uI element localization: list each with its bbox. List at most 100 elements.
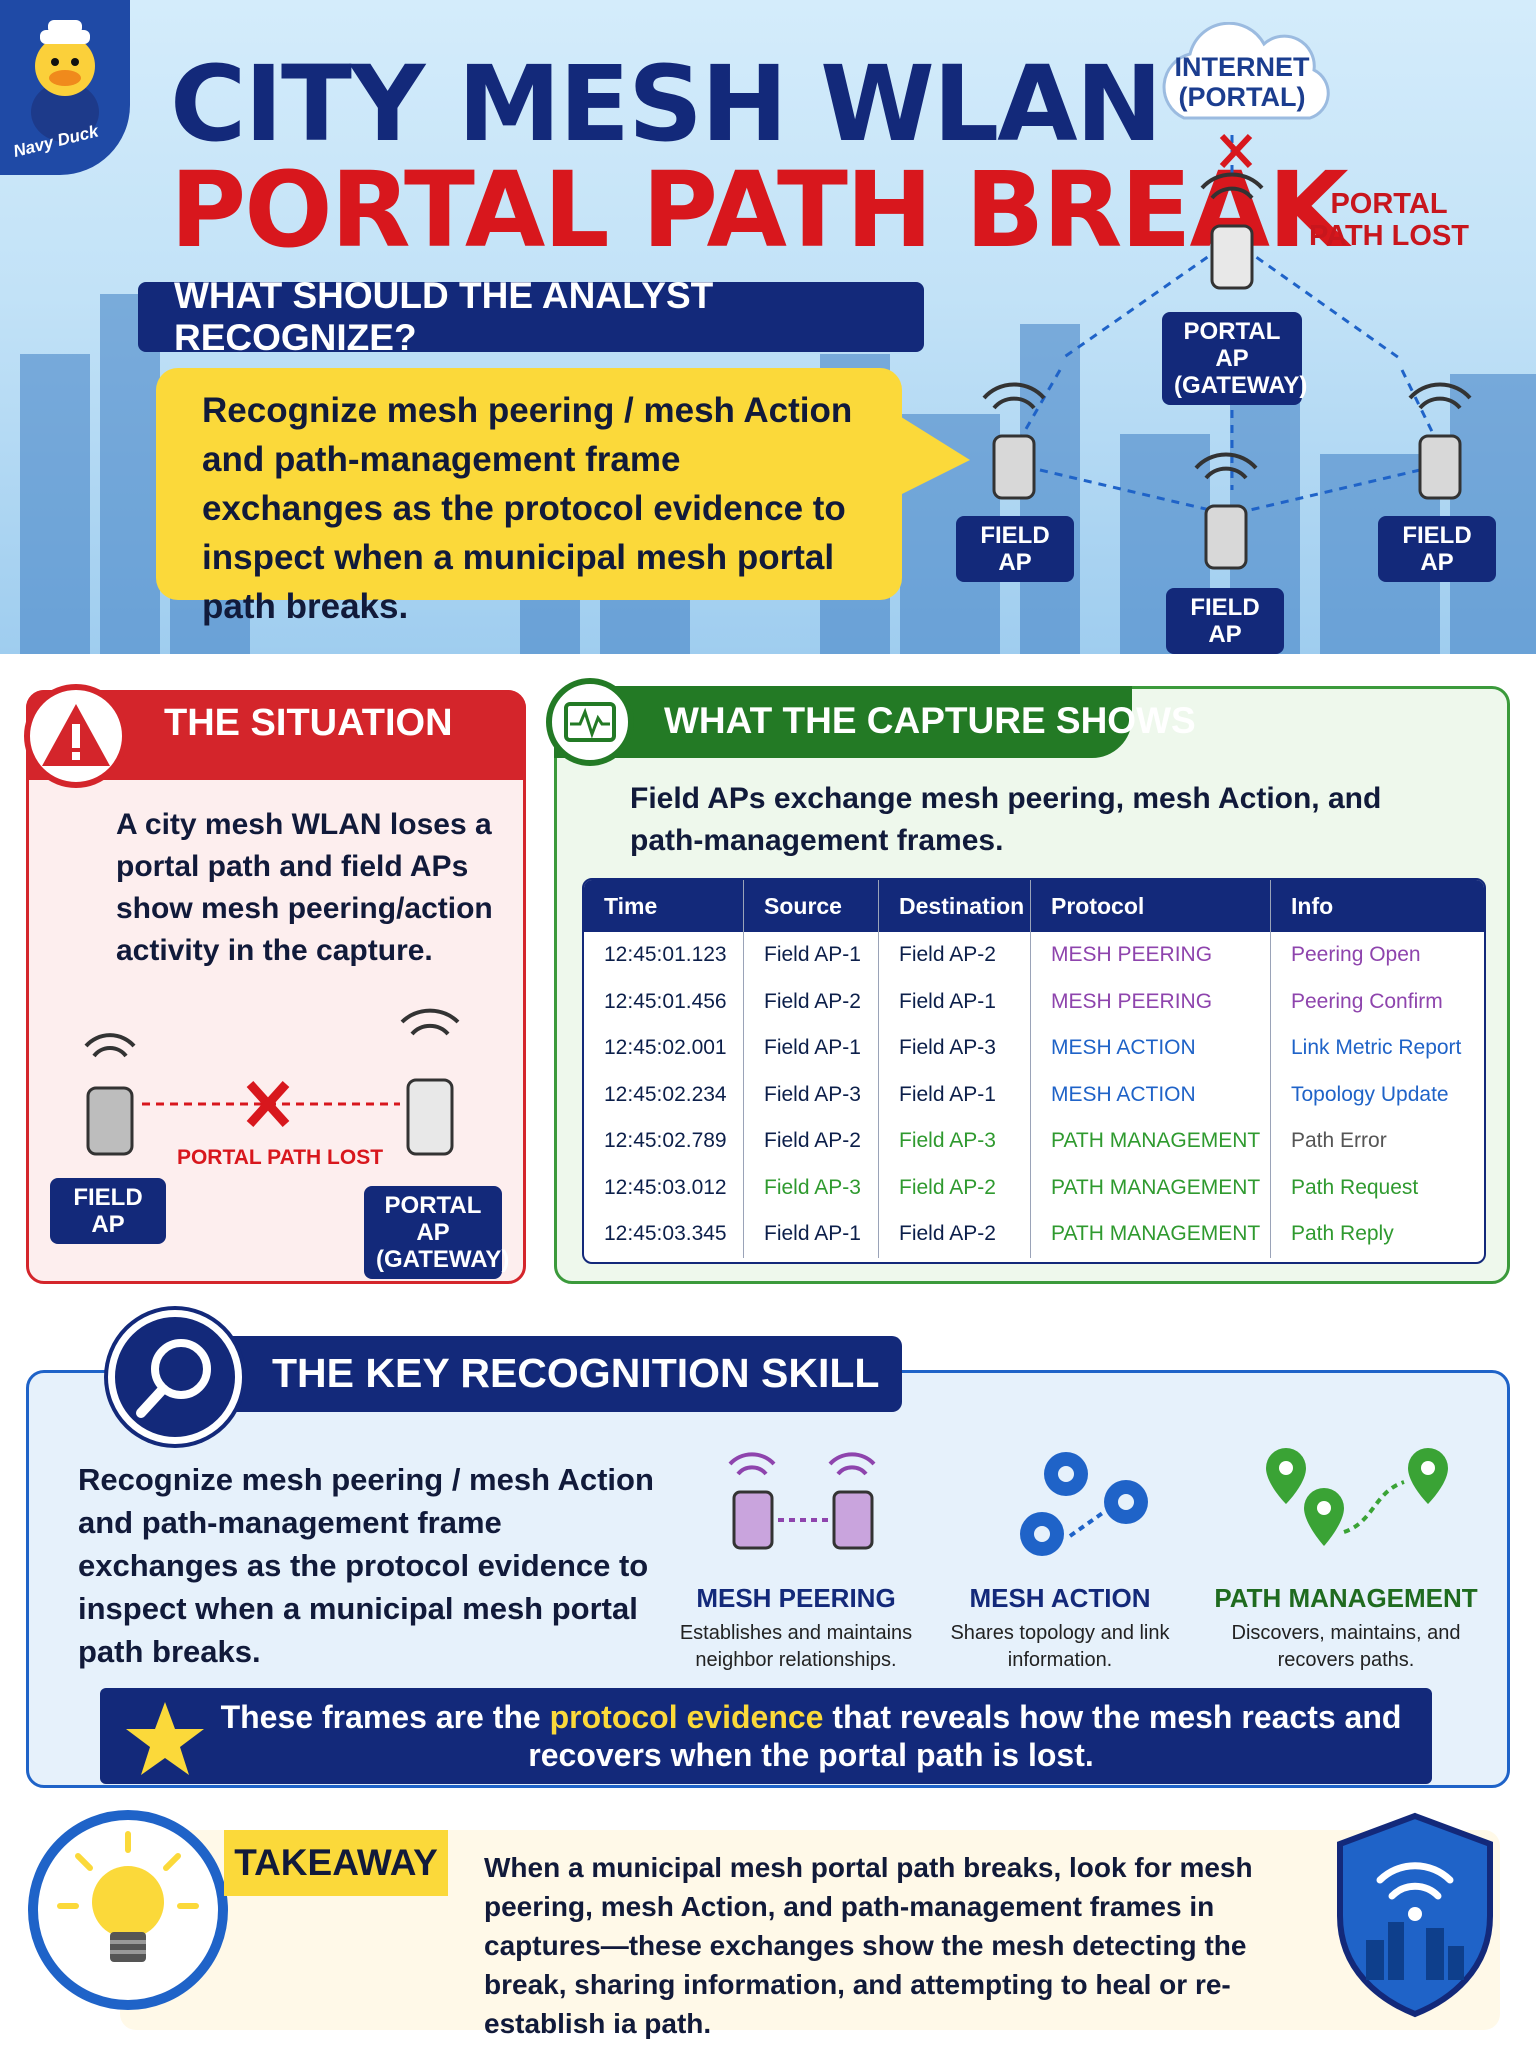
feature-title: MESH ACTION xyxy=(969,1583,1151,1613)
feature-title: MESH PEERING xyxy=(696,1583,896,1613)
table-row[interactable]: 12:45:01.456 Field AP-2 Field AP-1 MESH … xyxy=(584,978,1484,1025)
field-ap-left-label: FIELD AP xyxy=(956,516,1074,582)
cell-time: 12:45:01.456 xyxy=(584,978,744,1025)
table-row[interactable]: 12:45:02.789 Field AP-2 Field AP-3 PATH … xyxy=(584,1118,1484,1165)
cell-time: 12:45:03.345 xyxy=(584,1211,744,1258)
map-pins-icon xyxy=(1266,1448,1448,1546)
field-ap-left-device-icon xyxy=(992,434,1036,500)
field-ap-device-icon xyxy=(86,1086,134,1156)
lightbulb-icon xyxy=(28,1810,228,2010)
mesh-topology-diagram xyxy=(982,133,1472,570)
cell-time: 12:45:03.012 xyxy=(584,1164,744,1211)
cell-destination: Field AP-3 xyxy=(879,1118,1031,1165)
capture-title: WHAT THE CAPTURE SHOWS xyxy=(664,700,1196,741)
field-ap-right-device-icon xyxy=(1418,434,1462,500)
evidence-banner: These frames are the protocol evidence t… xyxy=(100,1688,1432,1784)
capture-header xyxy=(554,686,1132,758)
duck-mascot-icon xyxy=(31,20,99,142)
feature-desc: Discovers, maintains, and recovers paths… xyxy=(1231,1622,1461,1671)
evidence-highlight: protocol evidence xyxy=(549,1699,824,1735)
cell-info: Path Request xyxy=(1291,1175,1419,1199)
cell-source: Field AP-1 xyxy=(744,1025,879,1072)
column-header-source[interactable]: Source xyxy=(744,880,879,932)
break-x-icon xyxy=(246,1080,290,1128)
column-header-time[interactable]: Time xyxy=(584,880,744,932)
cell-time: 12:45:02.234 xyxy=(584,1071,744,1118)
cell-time: 12:45:02.789 xyxy=(584,1118,744,1165)
column-header-destination[interactable]: Destination xyxy=(879,880,1031,932)
takeaway-text: When a municipal mesh portal path breaks… xyxy=(484,1852,1253,2039)
capture-text: Field APs exchange mesh peering, mesh Ac… xyxy=(630,782,1382,857)
capture-table: Time Source Destination Protocol Info 12… xyxy=(582,878,1486,1264)
wifi-shield-icon xyxy=(1337,1812,1493,2018)
magnifier-icon xyxy=(108,1310,242,1444)
question-banner: WHAT SHOULD THE ANALYST RECOGNIZE? xyxy=(138,275,924,358)
cell-source: Field AP-1 xyxy=(744,1211,879,1258)
cell-protocol: PATH MANAGEMENT xyxy=(1031,1211,1271,1258)
key-skill-title: THE KEY RECOGNITION SKILL xyxy=(272,1350,880,1396)
cell-source: Field AP-1 xyxy=(744,932,879,979)
internet-label: INTERNET (PORTAL) xyxy=(1174,52,1310,112)
cell-destination: Field AP-2 xyxy=(879,932,1031,979)
situation-lost-label: PORTAL PATH LOST xyxy=(176,1146,384,1169)
navy-duck-badge: Navy Duck xyxy=(0,0,130,175)
title-line-2: PORTAL PATH BREAK xyxy=(170,149,1349,271)
table-header-row: Time Source Destination Protocol Info xyxy=(584,880,1484,932)
cell-destination: Field AP-3 xyxy=(879,1025,1031,1072)
cell-time: 12:45:02.001 xyxy=(584,1025,744,1072)
wifi-signal-icons xyxy=(982,172,1472,480)
cell-source: Field AP-3 xyxy=(744,1071,879,1118)
mesh-peering-icon xyxy=(728,1452,876,1550)
feature-desc: Shares topology and link information. xyxy=(950,1622,1170,1671)
table-row[interactable]: 12:45:02.234 Field AP-3 Field AP-1 MESH … xyxy=(584,1071,1484,1118)
cell-info: Peering Confirm xyxy=(1291,989,1443,1013)
portal-ap-device-icon xyxy=(1210,224,1254,290)
cell-info: Peering Open xyxy=(1291,943,1421,967)
feature-mesh-peering: MESH PEERING Establishes and maintains n… xyxy=(656,1440,936,1674)
field-ap-right-label: FIELD AP xyxy=(1378,516,1496,582)
analyst-callout: Recognize mesh peering / mesh Action and… xyxy=(156,368,902,626)
situation-portal-ap-label: PORTAL AP (GATEWAY) xyxy=(364,1186,509,1279)
cell-info: Path Error xyxy=(1291,1129,1387,1153)
situation-diagram xyxy=(84,1008,460,1156)
cell-time: 12:45:01.123 xyxy=(584,932,744,979)
waveform-icon xyxy=(546,678,634,766)
table-row[interactable]: 12:45:03.012 Field AP-3 Field AP-2 PATH … xyxy=(584,1164,1484,1211)
column-header-protocol[interactable]: Protocol xyxy=(1031,880,1271,932)
cell-info: Link Metric Report xyxy=(1291,1036,1462,1060)
cell-protocol: MESH ACTION xyxy=(1031,1025,1271,1072)
column-header-info[interactable]: Info xyxy=(1291,892,1334,919)
cell-protocol: PATH MANAGEMENT xyxy=(1031,1164,1271,1211)
warning-icon xyxy=(24,684,128,788)
field-ap-center-device-icon xyxy=(1204,504,1248,570)
star-icon xyxy=(126,1702,204,1775)
key-skill-text: Recognize mesh peering / mesh Action and… xyxy=(78,1462,654,1669)
table-row[interactable]: 12:45:02.001 Field AP-1 Field AP-3 MESH … xyxy=(584,1025,1484,1072)
cell-destination: Field AP-1 xyxy=(879,978,1031,1025)
portal-path-lost-label: PORTAL PATH LOST xyxy=(1308,188,1470,252)
cell-source: Field AP-2 xyxy=(744,978,879,1025)
cell-source: Field AP-2 xyxy=(744,1118,879,1165)
table-row[interactable]: 12:45:01.123 Field AP-1 Field AP-2 MESH … xyxy=(584,932,1484,979)
feature-path-management: PATH MANAGEMENT Discovers, maintains, an… xyxy=(1206,1440,1486,1674)
situation-field-ap-label: FIELD AP xyxy=(50,1178,166,1244)
cell-info: Path Reply xyxy=(1291,1222,1394,1246)
table-row[interactable]: 12:45:03.345 Field AP-1 Field AP-2 PATH … xyxy=(584,1211,1484,1258)
takeaway-label: TAKEAWAY xyxy=(224,1830,448,1896)
cell-destination: Field AP-1 xyxy=(879,1071,1031,1118)
feature-mesh-action: MESH ACTION Shares topology and link inf… xyxy=(920,1440,1200,1674)
cell-source: Field AP-3 xyxy=(744,1164,879,1211)
key-skill-header xyxy=(190,1336,902,1412)
internet-cloud-icon xyxy=(1162,22,1330,120)
cell-destination: Field AP-2 xyxy=(879,1211,1031,1258)
cell-protocol: MESH PEERING xyxy=(1031,932,1271,979)
gears-icon xyxy=(1020,1452,1148,1556)
portal-ap-label: PORTAL AP (GATEWAY) xyxy=(1162,312,1307,405)
field-ap-center-label: FIELD AP xyxy=(1166,588,1284,654)
cell-protocol: MESH ACTION xyxy=(1031,1071,1271,1118)
feature-desc: Establishes and maintains neighbor relat… xyxy=(679,1622,913,1671)
callout-pointer xyxy=(890,410,970,500)
cell-protocol: PATH MANAGEMENT xyxy=(1031,1118,1271,1165)
situation-text: A city mesh WLAN loses a portal path and… xyxy=(116,808,493,967)
situation-title: THE SITUATION xyxy=(164,702,453,744)
